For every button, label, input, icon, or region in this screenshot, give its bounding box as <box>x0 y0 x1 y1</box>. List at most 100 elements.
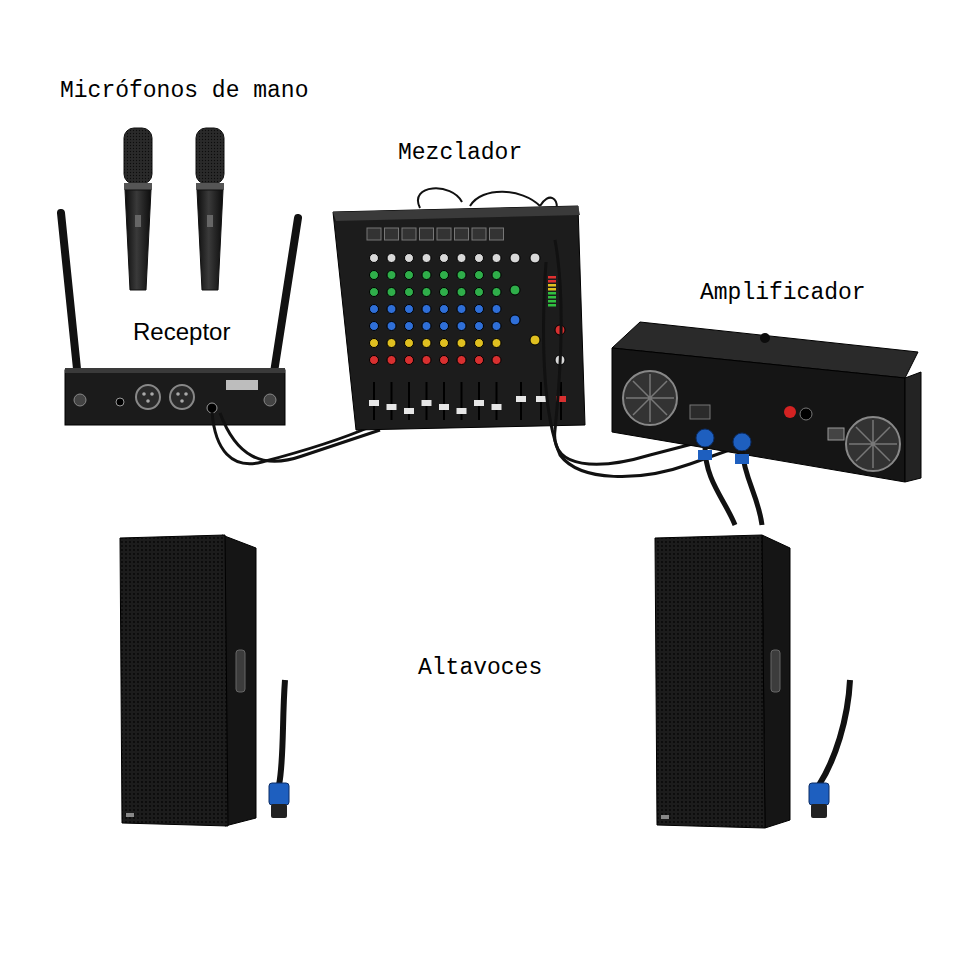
mixer-controls <box>422 288 431 297</box>
mixer-controls <box>370 288 379 297</box>
mixer-controls <box>492 322 501 331</box>
mixer-controls <box>405 271 414 280</box>
mixer-controls <box>405 305 414 314</box>
microphone <box>124 128 152 184</box>
mixer-controls <box>405 254 414 263</box>
power-amplifier <box>784 406 796 418</box>
microphone <box>196 128 224 290</box>
power-amplifier <box>733 433 751 451</box>
power-amplifier <box>828 428 844 440</box>
receiver-unit <box>65 368 285 373</box>
mixer-controls <box>510 253 520 263</box>
part-label: Receptor <box>133 318 230 347</box>
power-amplifier <box>849 420 897 468</box>
mixer-controls <box>370 271 379 280</box>
mixer-controls <box>422 271 431 280</box>
power-amplifier <box>760 333 770 343</box>
mixer-controls <box>440 356 449 365</box>
mixer-controls <box>530 335 540 345</box>
mixer-controls <box>420 228 434 240</box>
loudspeaker <box>771 650 780 692</box>
mixer-controls <box>385 228 399 240</box>
mixer-controls <box>475 356 484 365</box>
mixer-controls <box>457 254 466 263</box>
mixer-controls <box>475 339 484 348</box>
mixer-controls <box>367 228 381 240</box>
mixer-controls <box>387 254 396 263</box>
mixer-controls <box>405 356 414 365</box>
power-amplifier <box>612 348 905 482</box>
mixer-controls <box>492 339 501 348</box>
loudspeaker <box>236 650 245 692</box>
mixer-controls <box>405 288 414 297</box>
receiver-unit <box>264 394 276 406</box>
mixer-controls <box>443 382 445 420</box>
microphone <box>125 190 151 290</box>
part-label: Mezclador <box>398 140 522 168</box>
mixer-controls <box>472 228 486 240</box>
mixer-controls <box>475 271 484 280</box>
loudspeaker <box>120 535 256 826</box>
mixer-controls <box>422 356 431 365</box>
mixer-controls <box>422 254 431 263</box>
mixer-controls <box>437 228 451 240</box>
mixer-controls <box>475 254 484 263</box>
power-amplifier <box>612 322 921 482</box>
microphone <box>197 190 223 290</box>
mixer-controls <box>548 280 556 283</box>
speakon-cable <box>269 783 289 805</box>
receiver-unit <box>226 380 258 390</box>
speakon-cable <box>819 680 850 785</box>
microphone <box>207 215 213 227</box>
power-amplifier <box>623 371 677 425</box>
speakon-cable <box>279 680 285 785</box>
receiver-unit <box>146 399 150 403</box>
mixer-controls <box>422 339 431 348</box>
receiver-unit <box>74 394 86 406</box>
mixer-controls <box>548 300 556 303</box>
mixer-controls <box>408 382 410 420</box>
mixer-controls <box>422 322 431 331</box>
mixer-controls <box>530 253 540 263</box>
speakon-cable <box>271 804 287 818</box>
part-label: Amplificador <box>700 280 866 308</box>
mixer-controls <box>496 382 498 420</box>
loudspeaker <box>126 813 134 817</box>
mixer-controls <box>391 382 393 420</box>
mixer-controls <box>367 228 566 420</box>
speakon-cable <box>811 804 827 818</box>
mixer-controls <box>510 285 520 295</box>
mixer-controls <box>457 356 466 365</box>
loudspeaker <box>655 535 765 828</box>
mixer-controls <box>455 228 469 240</box>
speakon-cable <box>809 783 829 805</box>
mixer-controls <box>492 271 501 280</box>
mixer-controls <box>457 305 466 314</box>
receiver-unit <box>170 385 194 409</box>
microphone <box>196 128 224 184</box>
mixer-controls <box>492 305 501 314</box>
mixer-controls <box>461 382 463 420</box>
mixer-controls <box>548 296 556 299</box>
mixer-controls <box>492 404 502 410</box>
speaker-cable <box>735 454 749 464</box>
mixer-controls <box>387 305 396 314</box>
mixer-controls <box>457 271 466 280</box>
receiver-unit <box>116 398 124 406</box>
mixer-controls <box>369 400 379 406</box>
mixer-controls <box>405 339 414 348</box>
power-amplifier <box>626 374 674 422</box>
mixer-controls <box>387 356 396 365</box>
mixer-controls <box>548 292 556 295</box>
part-label: Altavoces <box>418 655 542 683</box>
loudspeaker <box>120 535 228 826</box>
mixer-controls <box>387 339 396 348</box>
mixer-controls <box>548 284 556 287</box>
receiver-unit <box>65 370 285 425</box>
mixer-controls <box>440 322 449 331</box>
receiver-unit <box>142 392 146 396</box>
power-amplifier <box>696 429 714 447</box>
power-amplifier <box>846 417 900 471</box>
mixer-controls <box>492 288 501 297</box>
mixer-controls <box>548 276 556 279</box>
